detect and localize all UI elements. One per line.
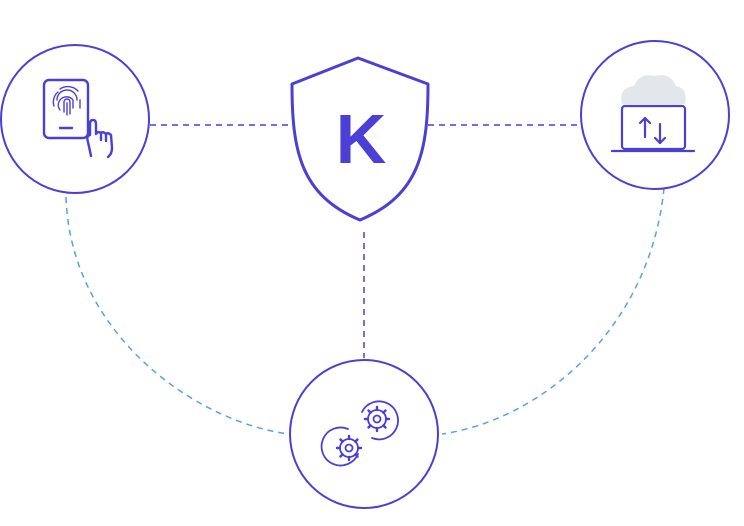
shield-k-label: K <box>336 100 387 178</box>
connection-right-bottom <box>441 187 665 435</box>
node-left <box>0 44 150 194</box>
fingerprint-phone-icon <box>42 78 114 159</box>
gears-icon <box>320 400 399 467</box>
shield-icon <box>290 56 430 222</box>
node-center: K <box>290 56 430 222</box>
node-bottom-circle <box>289 359 439 509</box>
node-bottom <box>289 359 439 509</box>
cloud-icon <box>621 75 686 104</box>
node-right <box>580 40 730 190</box>
node-left-circle <box>0 44 150 194</box>
connections <box>65 124 665 435</box>
laptop-sync-icon <box>610 104 696 153</box>
connection-left-bottom <box>65 196 289 435</box>
